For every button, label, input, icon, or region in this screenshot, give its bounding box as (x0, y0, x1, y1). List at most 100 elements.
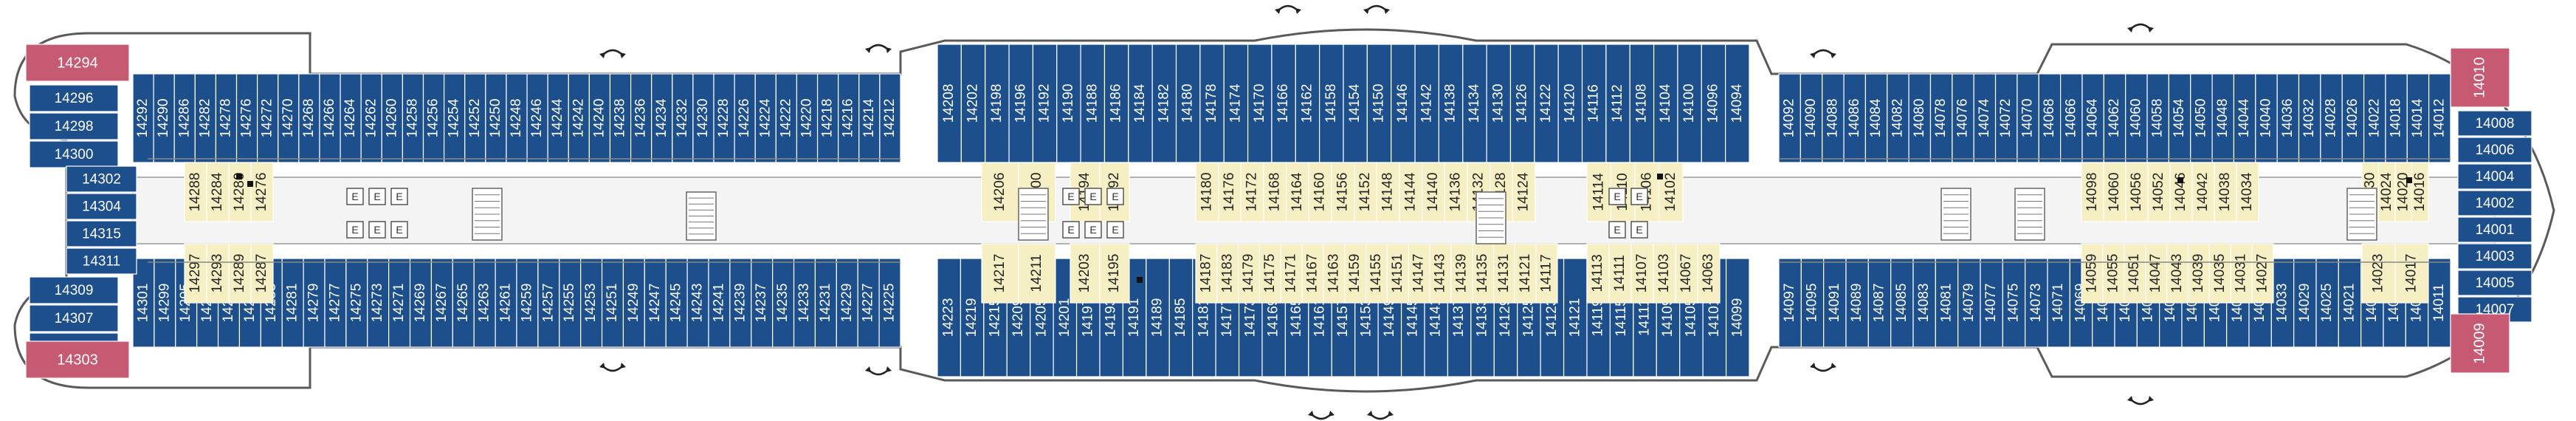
cabin-shape[interactable] (303, 258, 326, 348)
cabin-shape[interactable] (1800, 73, 1823, 163)
cabin-shape[interactable] (857, 258, 880, 348)
cabin-shape[interactable] (1653, 44, 1678, 163)
cabin-14108[interactable]: 14108 (1629, 44, 1655, 163)
cabin-14315[interactable]: 14315 (66, 220, 137, 247)
cabin-shape[interactable] (651, 73, 673, 163)
cabin-shape[interactable] (2187, 243, 2210, 304)
cabin-14179[interactable]: 14179 (1238, 243, 1261, 304)
cabin-14091[interactable]: 14091 (1823, 258, 1847, 348)
cabin-14022[interactable]: 14022 (2363, 73, 2386, 163)
cabin-14239[interactable]: 14239 (729, 258, 752, 348)
cabin-shape[interactable] (2276, 73, 2300, 163)
cabin-14254[interactable]: 14254 (444, 73, 466, 163)
cabin-14009[interactable]: 14009 (2450, 313, 2510, 374)
cabin-14232[interactable]: 14232 (672, 73, 694, 163)
cabin-14260[interactable]: 14260 (381, 73, 404, 163)
cabin-14021[interactable]: 14021 (2338, 258, 2362, 348)
cabin-shape[interactable] (1867, 258, 1892, 348)
cabin-14223[interactable]: 14223 (937, 258, 962, 377)
cabin-14237[interactable]: 14237 (751, 258, 774, 348)
cabin-14083[interactable]: 14083 (1912, 258, 1936, 348)
cabin-shape[interactable] (2457, 110, 2532, 137)
cabin-shape[interactable] (1675, 243, 1698, 304)
cabin-shape[interactable] (2017, 73, 2039, 163)
cabin-14126[interactable]: 14126 (1509, 44, 1535, 163)
cabin-shape[interactable] (1308, 162, 1332, 222)
cabin-14245[interactable]: 14245 (665, 258, 688, 348)
cabin-shape[interactable] (2191, 162, 2215, 222)
cabin-14236[interactable]: 14236 (630, 73, 652, 163)
cabin-shape[interactable] (1366, 44, 1392, 163)
cabin-14066[interactable]: 14066 (2060, 73, 2083, 163)
cabin-shape[interactable] (1271, 44, 1296, 163)
cabin-14016[interactable]: 14016 (2411, 162, 2429, 222)
cabin-shape[interactable] (960, 258, 985, 377)
cabin-14166[interactable]: 14166 (1271, 44, 1296, 163)
cabin-14268[interactable]: 14268 (298, 73, 320, 163)
cabin-14072[interactable]: 14072 (1994, 73, 2018, 163)
cabin-14147[interactable]: 14147 (1408, 243, 1430, 304)
cabin-14262[interactable]: 14262 (360, 73, 382, 163)
cabin-shape[interactable] (2168, 73, 2191, 163)
cabin-shape[interactable] (2251, 243, 2274, 304)
cabin-14186[interactable]: 14186 (1103, 44, 1129, 163)
cabin-shape[interactable] (2394, 243, 2429, 304)
cabin-14281[interactable]: 14281 (281, 258, 304, 348)
cabin-14307[interactable]: 14307 (29, 304, 119, 332)
cabin-14250[interactable]: 14250 (485, 73, 507, 163)
cabin-shape[interactable] (1800, 258, 1825, 348)
cabin-shape[interactable] (278, 73, 300, 163)
cabin-shape[interactable] (2450, 47, 2510, 108)
cabin-14134[interactable]: 14134 (1462, 44, 1487, 163)
cabin-shape[interactable] (1952, 73, 1974, 163)
cabin-shape[interactable] (1195, 162, 1219, 222)
cabin-shape[interactable] (29, 112, 119, 140)
cabin-shape[interactable] (1653, 243, 1676, 304)
cabin-14225[interactable]: 14225 (878, 258, 901, 348)
cabin-shape[interactable] (281, 258, 304, 348)
cabin-shape[interactable] (250, 162, 274, 222)
cabin-shape[interactable] (2060, 73, 2083, 163)
cabin-14151[interactable]: 14151 (1386, 243, 1409, 304)
cabin-shape[interactable] (1343, 44, 1368, 163)
cabin-shape[interactable] (2047, 258, 2070, 348)
cabin-14130[interactable]: 14130 (1486, 44, 1512, 163)
cabin-shape[interactable] (2428, 258, 2451, 348)
cabin-14162[interactable]: 14162 (1295, 44, 1320, 163)
cabin-shape[interactable] (2457, 216, 2532, 243)
cabin-14277[interactable]: 14277 (324, 258, 347, 348)
cabin-shape[interactable] (1323, 243, 1346, 304)
cabin-14167[interactable]: 14167 (1301, 243, 1324, 304)
cabin-14261[interactable]: 14261 (495, 258, 517, 348)
cabin-14171[interactable]: 14171 (1280, 243, 1303, 304)
cabin-shape[interactable] (692, 73, 714, 163)
cabin-14195[interactable]: 14195 (1099, 243, 1130, 304)
cabin-14062[interactable]: 14062 (2103, 73, 2126, 163)
cabin-14259[interactable]: 14259 (516, 258, 539, 348)
cabin-14304[interactable]: 14304 (66, 193, 137, 220)
cabin-shape[interactable] (1586, 243, 1610, 304)
cabin-14302[interactable]: 14302 (66, 165, 137, 193)
cabin-14256[interactable]: 14256 (422, 73, 445, 163)
cabin-14032[interactable]: 14032 (2298, 73, 2321, 163)
cabin-14187[interactable]: 14187 (1195, 243, 1218, 304)
cabin-shape[interactable] (29, 140, 119, 168)
cabin-shape[interactable] (452, 258, 475, 348)
cabin-shape[interactable] (2428, 73, 2451, 163)
cabin-14174[interactable]: 14174 (1223, 44, 1249, 163)
cabin-14298[interactable]: 14298 (29, 112, 119, 140)
cabin-14089[interactable]: 14089 (1845, 258, 1869, 348)
cabin-shape[interactable] (1486, 44, 1512, 163)
cabin-14303[interactable]: 14303 (25, 340, 130, 379)
cabin-14059[interactable]: 14059 (2081, 243, 2104, 304)
cabin-shape[interactable] (2190, 73, 2213, 163)
cabin-14035[interactable]: 14035 (2208, 243, 2231, 304)
cabin-14096[interactable]: 14096 (1701, 44, 1726, 163)
cabin-14217[interactable]: 14217 (981, 243, 1019, 304)
cabin-14060[interactable]: 14060 (2125, 73, 2148, 163)
cabin-shape[interactable] (1845, 258, 1869, 348)
cabin-14184[interactable]: 14184 (1128, 44, 1153, 163)
cabin-shape[interactable] (1365, 243, 1388, 304)
cabin-14140[interactable]: 14140 (1422, 162, 1445, 222)
cabin-shape[interactable] (2457, 243, 2532, 270)
